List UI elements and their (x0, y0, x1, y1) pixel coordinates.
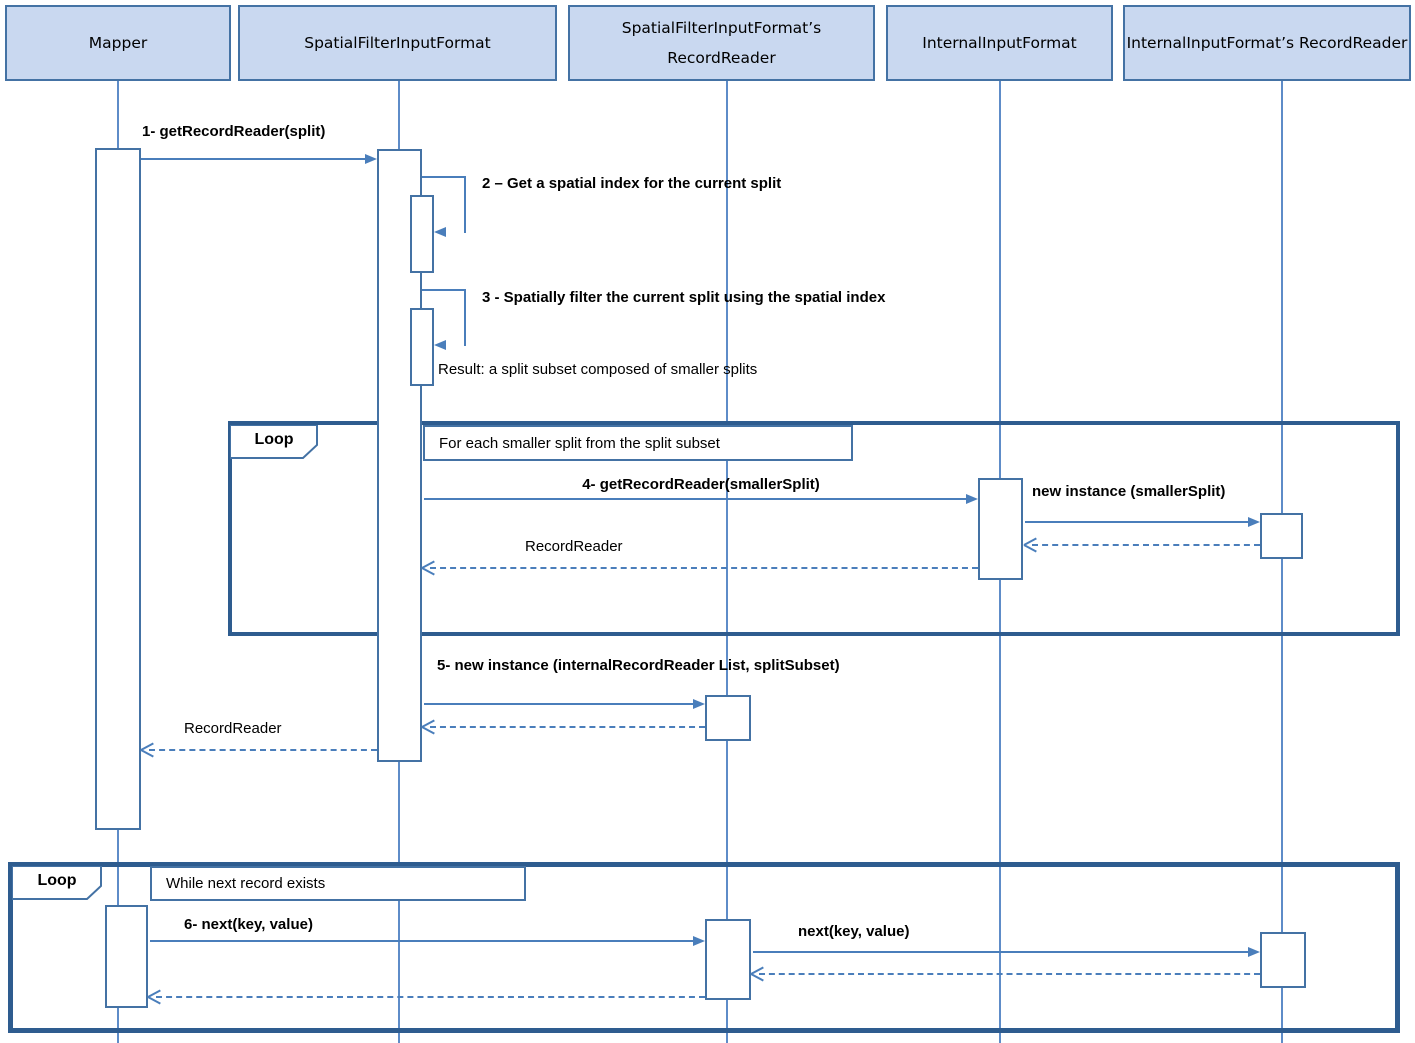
header-internal-recordreader: InternalInputFormat’s RecordReader (1123, 5, 1411, 81)
message-6-arrow (150, 940, 694, 942)
message-3-arrowhead (434, 340, 446, 350)
loop-1-tag-label: Loop (254, 430, 294, 448)
message-4-arrow (424, 498, 967, 500)
header-mapper-label: Mapper (88, 34, 148, 52)
loop-2-frame (8, 862, 1400, 1033)
next-forward-label: next(key, value) (798, 923, 910, 940)
new-instance-arrow (1025, 521, 1249, 523)
message-2-label: 2 – Get a spatial index for the current … (482, 175, 782, 192)
message-6-arrowhead (693, 936, 705, 946)
new-instance-arrowhead (1248, 517, 1260, 527)
activation-self-call-2 (410, 195, 434, 273)
new-instance-label: new instance (smallerSplit) (1032, 483, 1226, 500)
loop-2-condition: While next record exists (150, 866, 526, 901)
next-forward-arrowhead (1248, 947, 1260, 957)
loop-2-condition-label: While next record exists (166, 875, 326, 892)
loop-1-tag-shape (229, 424, 318, 459)
header-internal-recordreader-label: InternalInputFormat’s RecordReader (1126, 34, 1408, 52)
message-5-arrow (424, 703, 694, 705)
next-return-2-arrow (156, 996, 705, 998)
message-3-self-bracket (422, 289, 466, 346)
next-return-1-arrow (759, 973, 1260, 975)
loop-1-condition: For each smaller split from the split su… (423, 425, 853, 461)
next-forward-arrow (753, 951, 1249, 953)
header-spatialfilterinputformat: SpatialFilterInputFormat (238, 5, 557, 81)
header-internalinputformat: InternalInputFormat (886, 5, 1113, 81)
lifeline-spatialfilter-recordreader (726, 80, 728, 1043)
message-5-label: 5- new instance (internalRecordReader Li… (437, 657, 840, 674)
loop-2-tag-label: Loop (37, 871, 77, 889)
loop-2-tag-shape (11, 865, 102, 900)
lifeline-internal-recordreader (1281, 80, 1283, 1043)
activation-mapper-loop2 (105, 905, 148, 1008)
message-2-self-bracket (422, 176, 466, 233)
message-5-return-arrowhead (422, 720, 436, 734)
loop-1-condition-label: For each smaller split from the split su… (439, 434, 720, 452)
recordreader-to-mapper-arrow (149, 749, 377, 751)
message-5-recordreader-label: RecordReader (184, 720, 282, 737)
message-4-return-label: RecordReader (525, 538, 623, 555)
next-return-1-arrowhead (751, 967, 765, 981)
message-4-arrowhead (966, 494, 978, 504)
next-return-2-arrowhead (148, 990, 162, 1004)
activation-self-call-3 (410, 308, 434, 386)
message-2-arrowhead (434, 227, 446, 237)
header-internalinputformat-label: InternalInputFormat (922, 34, 1077, 52)
message-4-return-arrowhead (422, 561, 436, 575)
message-5-return-arrow (430, 726, 705, 728)
header-spatialfilter-recordreader-label: SpatialFilterInputFormat’s RecordReader (621, 19, 822, 67)
header-spatialfilter-recordreader: SpatialFilterInputFormat’s RecordReader (568, 5, 875, 81)
activation-internal-recordreader-loop2 (1260, 932, 1306, 988)
header-spatialfilterinputformat-label: SpatialFilterInputFormat (304, 34, 491, 52)
loop-2-tag: Loop (11, 865, 102, 900)
message-4-return-arrow (430, 567, 978, 569)
message-1-arrowhead (365, 154, 377, 164)
return-internal-recordreader-arrowhead (1024, 538, 1038, 552)
message-1-arrow (141, 158, 367, 160)
activation-internal-recordreader-loop1 (1260, 513, 1303, 559)
message-6-label: 6- next(key, value) (184, 916, 313, 933)
message-3-result-label: Result: a split subset composed of small… (438, 361, 758, 378)
activation-spatialfilter-recordreader-msg5 (705, 695, 751, 741)
recordreader-to-mapper-arrowhead (141, 743, 155, 757)
message-3-label: 3 - Spatially filter the current split u… (482, 289, 886, 306)
return-internal-recordreader-arrow (1032, 544, 1260, 546)
message-5-arrowhead (693, 699, 705, 709)
loop-1-tag: Loop (229, 424, 318, 459)
activation-mapper-main (95, 148, 141, 830)
loop-1-frame (228, 421, 1400, 636)
message-1-label: 1- getRecordReader(split) (142, 123, 326, 140)
header-mapper: Mapper (5, 5, 231, 81)
activation-spatialfilter-recordreader-loop2 (705, 919, 751, 1000)
message-4-label: 4- getRecordReader(smallerSplit) (582, 476, 820, 493)
activation-internalinputformat (978, 478, 1023, 580)
